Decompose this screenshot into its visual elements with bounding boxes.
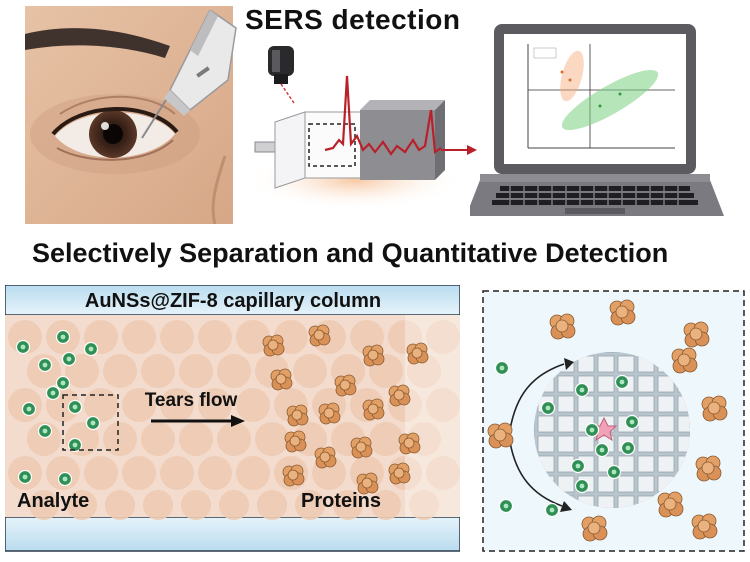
sers-chip — [245, 75, 477, 210]
section-title: Selectively Separation and Quantitative … — [32, 238, 669, 268]
proteins-label: Proteins — [301, 490, 381, 512]
laser-icon — [268, 46, 296, 104]
analyte-label: Analyte — [17, 490, 89, 512]
capillary-column: AuNSs@ZIF-8 capillary column Tears flow … — [5, 285, 460, 552]
laptop-icon — [470, 24, 724, 216]
zif-framework — [482, 290, 745, 552]
column-label: AuNSs@ZIF-8 capillary column — [85, 290, 381, 312]
tear-sampler — [141, 10, 237, 139]
sers-title: SERS detection — [245, 4, 461, 35]
flow-label: Tears flow — [145, 390, 238, 411]
